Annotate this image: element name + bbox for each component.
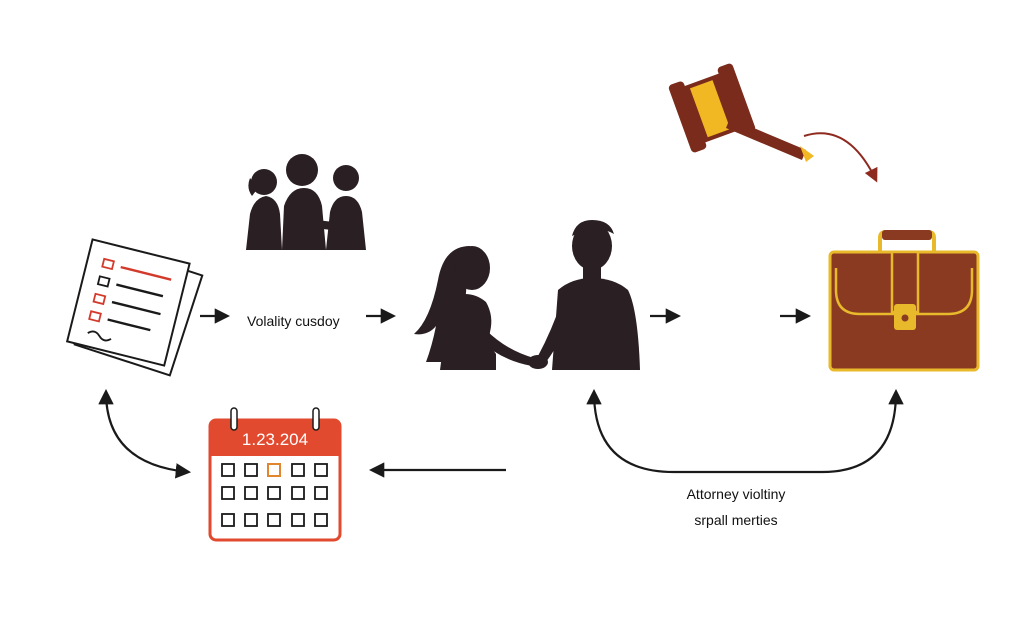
calendar-icon: 1.23.204 bbox=[208, 407, 342, 542]
calendar-date: 1.23.204 bbox=[242, 430, 308, 449]
arrow-docs-calendar-loop bbox=[98, 388, 192, 479]
attorney-label-line1: Attorney violtiny bbox=[686, 486, 786, 502]
couple-holding-hands-icon bbox=[414, 220, 640, 370]
flow-arrows bbox=[98, 308, 904, 479]
briefcase-icon bbox=[828, 230, 980, 372]
arrow-couple-briefcase-loop bbox=[586, 388, 904, 474]
people-group-icon bbox=[246, 154, 366, 250]
attorney-label-line2: srpall merties bbox=[694, 512, 778, 528]
custody-label: Volality cusdoy bbox=[247, 313, 340, 329]
gavel-icon bbox=[668, 63, 878, 183]
document-stack-icon bbox=[65, 238, 204, 377]
